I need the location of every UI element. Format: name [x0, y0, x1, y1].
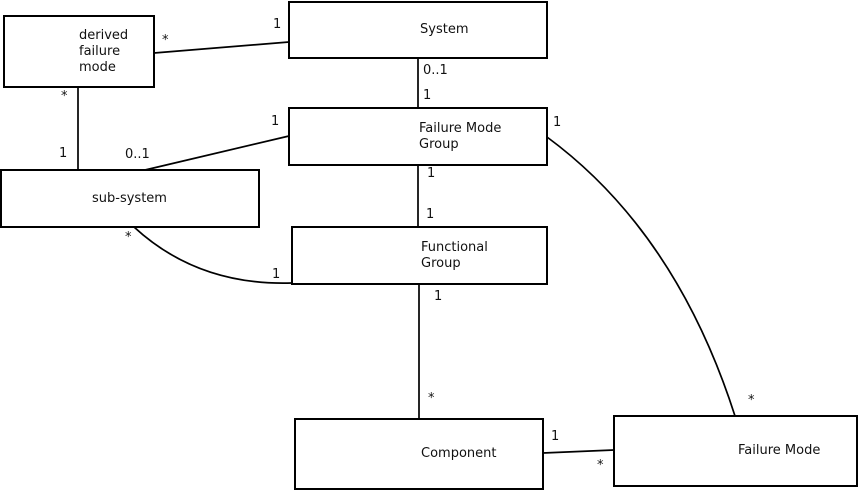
multiplicity-dfm-subsystem-near-subsystem: 1 [59, 146, 68, 161]
entity-label: Failure Mode [738, 443, 821, 458]
entity-label: derived failure mode [79, 27, 129, 75]
connector-failure-mode-group-failure-mode [546, 136, 736, 417]
multiplicity-system-fmg-near-fmg: 1 [423, 88, 432, 103]
entity-sub-system[interactable]: sub-system [0, 169, 260, 228]
entity-system[interactable]: System [288, 1, 548, 59]
multiplicity-fmg-fg-near-fg: 1 [426, 207, 435, 222]
connector-sub-system-failure-mode-group [144, 135, 290, 171]
connector-component-failure-mode [542, 449, 615, 454]
multiplicity-fg-component-near-component: * [428, 391, 435, 406]
multiplicity-subsystem-fmg-near-subsystem: 0..1 [125, 147, 150, 162]
multiplicity-dfm-system-near-system: 1 [273, 17, 282, 32]
entity-label: Functional Group [421, 239, 488, 271]
multiplicity-component-fm-near-component: 1 [551, 429, 560, 444]
entity-functional-group[interactable]: Functional Group [291, 226, 548, 285]
connector-derived-failure-mode-system [153, 41, 290, 54]
entity-label: Failure Mode Group [419, 120, 502, 152]
multiplicity-fmg-fm-near-fmg: 1 [553, 115, 562, 130]
entity-label: System [420, 22, 469, 37]
entity-failure-mode[interactable]: Failure Mode [613, 415, 858, 487]
entity-label: Component [421, 446, 497, 461]
multiplicity-fg-component-near-fg: 1 [434, 289, 443, 304]
multiplicity-subsystem-fg-near-subsystem: * [125, 230, 132, 245]
multiplicity-subsystem-fg-near-fg: 1 [272, 267, 281, 282]
connector-sub-system-functional-group [133, 226, 293, 284]
entity-failure-mode-group[interactable]: Failure Mode Group [288, 107, 548, 166]
multiplicity-fmg-fg-near-fmg: 1 [427, 166, 436, 181]
multiplicity-subsystem-fmg-near-fmg: 1 [271, 114, 280, 129]
multiplicity-dfm-system-near-dfm: * [162, 33, 169, 48]
multiplicity-system-fmg-near-system: 0..1 [423, 63, 448, 78]
multiplicity-dfm-subsystem-near-dfm: * [61, 89, 68, 104]
multiplicity-component-fm-near-fm: * [597, 458, 604, 473]
entity-component[interactable]: Component [294, 418, 544, 490]
multiplicity-fmg-fm-near-fm: * [748, 393, 755, 408]
entity-label: sub-system [92, 190, 167, 206]
entity-derived-failure-mode[interactable]: derived failure mode [3, 15, 155, 88]
